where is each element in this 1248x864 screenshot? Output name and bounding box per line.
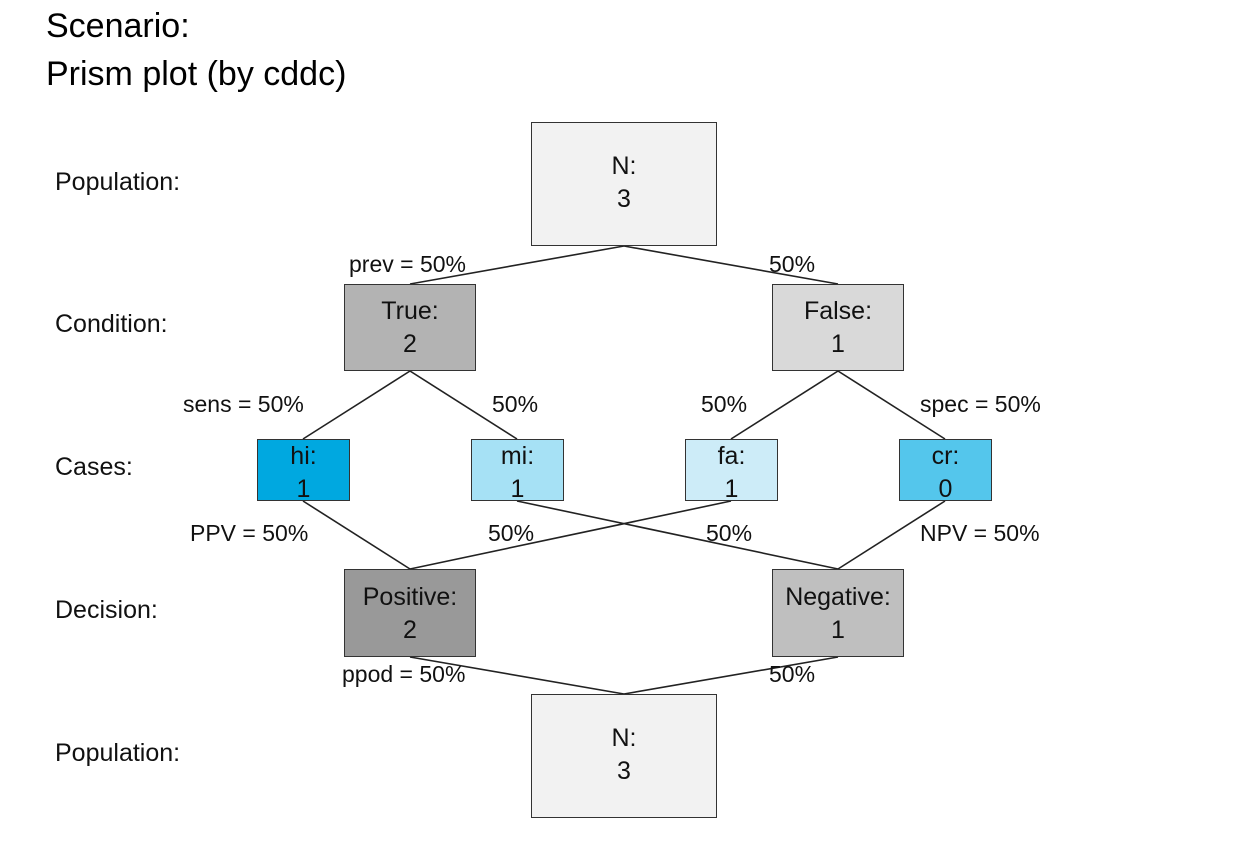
node-value: 1 — [831, 616, 845, 644]
node-value: 1 — [724, 475, 739, 503]
node-case-mi: mi: 1 — [471, 439, 564, 503]
node-label: cr: — [931, 442, 960, 470]
node-condition-true: True: 2 — [344, 284, 476, 371]
edge-label-fa-ppv: 50% — [488, 520, 535, 546]
edge-label-prev-false: 50% — [769, 251, 816, 277]
link-mi-to-negative — [516, 500, 839, 570]
link-false-to-cr — [837, 370, 946, 440]
node-case-hi: hi: 1 — [257, 439, 350, 503]
node-label: fa: — [717, 442, 746, 470]
node-value: 2 — [403, 616, 417, 644]
node-decision-positive: Positive: 2 — [344, 569, 476, 657]
node-label: Negative: — [785, 583, 891, 611]
edge-label-sens: sens = 50% — [183, 391, 304, 417]
link-true-to-hi — [302, 370, 411, 440]
node-label: True: — [381, 297, 439, 325]
diagram-title-line1: Scenario: — [46, 7, 190, 45]
node-population-top: N: 3 — [531, 122, 717, 246]
edge-label-fa-rate: 50% — [701, 391, 748, 417]
node-value: 0 — [938, 475, 953, 503]
link-n-to-false — [623, 245, 839, 285]
node-decision-negative: Negative: 1 — [772, 569, 904, 657]
row-label-cases: Cases: — [55, 453, 133, 481]
row-label-condition: Condition: — [55, 310, 168, 338]
node-label: False: — [803, 297, 873, 325]
link-cr-to-negative — [837, 500, 946, 570]
node-label: mi: — [500, 442, 535, 470]
edge-label-npv: NPV = 50% — [920, 520, 1040, 546]
node-label: Positive: — [362, 583, 458, 611]
node-value: 1 — [510, 475, 525, 503]
link-n-to-true — [409, 245, 625, 285]
node-value: 3 — [617, 185, 631, 213]
node-label: N: — [611, 152, 637, 180]
node-population-bottom: N: 3 — [531, 694, 717, 818]
link-negative-to-n — [623, 656, 839, 695]
node-value: 1 — [296, 475, 311, 503]
node-label: hi: — [290, 442, 317, 470]
row-label-population-top: Population: — [55, 168, 181, 196]
edge-label-mi-npv: 50% — [706, 520, 753, 546]
link-true-to-mi — [409, 370, 518, 440]
node-value: 3 — [617, 757, 631, 785]
edge-label-ppv: PPV = 50% — [190, 520, 309, 546]
row-label-decision: Decision: — [55, 596, 158, 624]
edge-label-spec: spec = 50% — [920, 391, 1041, 417]
node-case-fa: fa: 1 — [685, 439, 778, 503]
link-hi-to-positive — [302, 500, 411, 570]
edge-label-ppod-neg: 50% — [769, 661, 816, 687]
diagram-title-line2: Prism plot (by cddc) — [46, 55, 347, 93]
node-value: 1 — [831, 330, 845, 358]
node-case-cr: cr: 0 — [899, 439, 992, 503]
row-label-population-bottom: Population: — [55, 739, 181, 767]
node-condition-false: False: 1 — [772, 284, 904, 371]
link-false-to-fa — [730, 370, 839, 440]
edge-label-mi-rate: 50% — [492, 391, 539, 417]
node-value: 2 — [403, 330, 417, 358]
link-fa-to-positive — [409, 500, 732, 570]
edge-label-prev: prev = 50% — [349, 251, 466, 277]
node-label: N: — [611, 724, 637, 752]
link-positive-to-n — [409, 656, 625, 695]
edge-label-ppod: ppod = 50% — [342, 661, 466, 687]
